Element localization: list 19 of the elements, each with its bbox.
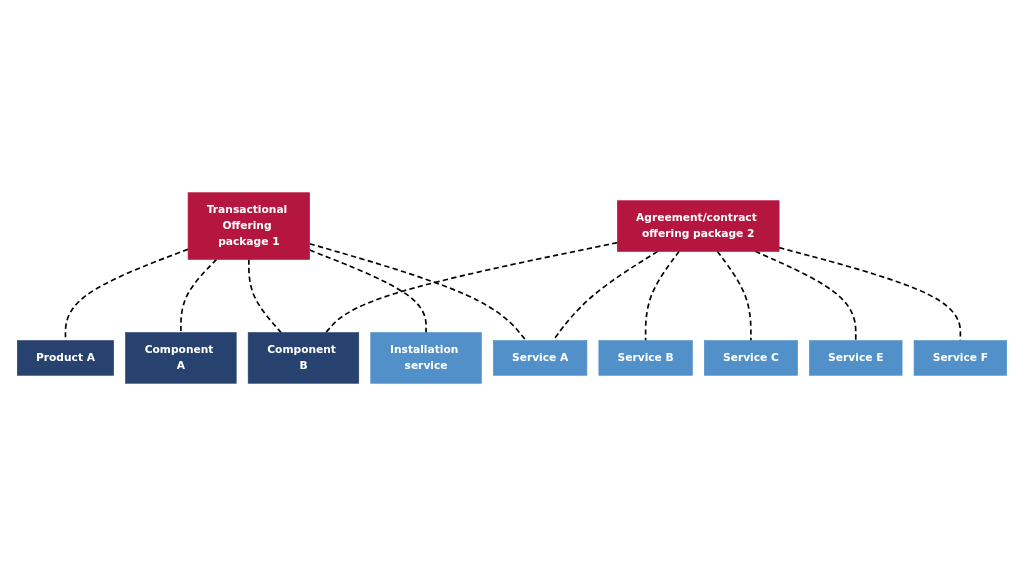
node-box: Service E <box>809 340 903 376</box>
node-box: Service B <box>598 340 693 376</box>
node-box: Installation service <box>370 332 482 384</box>
node-box: Component B <box>247 332 360 384</box>
connector <box>644 250 681 342</box>
node-box: Transactional Offering package 1 <box>187 192 310 260</box>
node-box: Product A <box>17 340 114 376</box>
connector <box>324 241 619 334</box>
node-box: Service A <box>493 340 588 376</box>
connector <box>248 258 282 334</box>
node-box: Agreement/contract offering package 2 <box>617 200 780 252</box>
node-box: Service C <box>704 340 798 376</box>
connector <box>754 250 857 342</box>
connector <box>180 258 218 334</box>
connector <box>716 250 752 342</box>
node-box: Service F <box>913 340 1007 376</box>
connector <box>308 242 527 342</box>
node-box: Component A <box>125 332 237 384</box>
connector <box>308 249 427 334</box>
